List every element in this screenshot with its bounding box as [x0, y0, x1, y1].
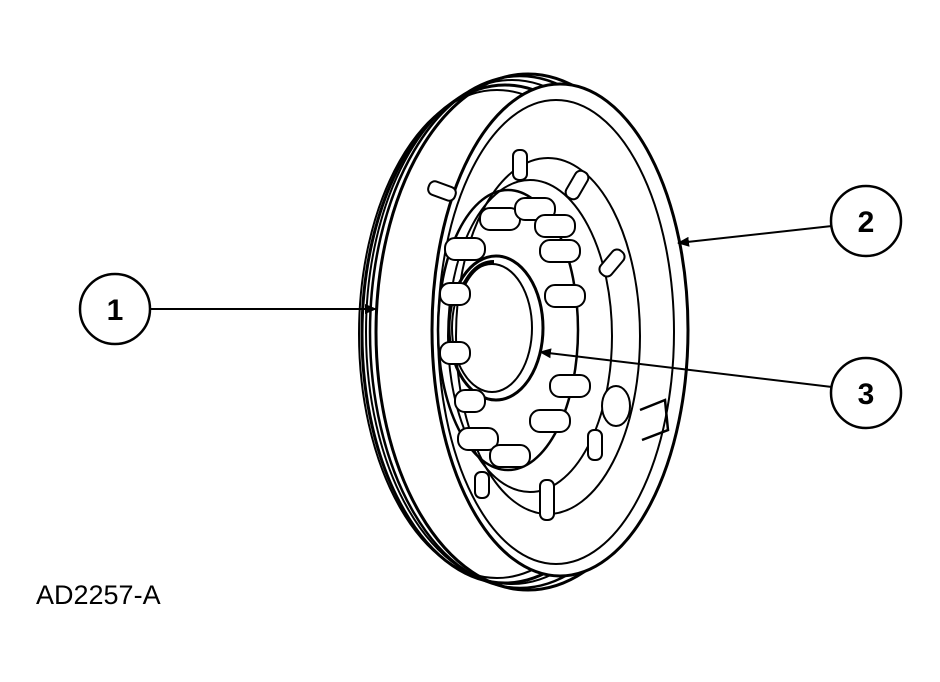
callout-number-2: 2 — [858, 206, 875, 239]
hub-fins — [439, 197, 591, 468]
callout-circle-2 — [829, 184, 903, 258]
callout-number-1: 1 — [107, 294, 124, 327]
callout-circle-1 — [78, 272, 152, 346]
leader-line-2 — [677, 225, 833, 247]
leader-lines — [150, 225, 833, 388]
callout-2: 2 — [829, 184, 903, 258]
callout-1: 1 — [78, 272, 152, 346]
hub-outer — [436, 188, 580, 472]
leader-line-3 — [539, 348, 833, 388]
crankshaft-pulley — [358, 72, 690, 592]
hub-bore-outer — [447, 254, 545, 402]
callout-number-3: 3 — [858, 378, 875, 411]
rim-notch — [639, 398, 670, 442]
callout-3: 3 — [829, 356, 903, 430]
figure-id: AD2257-A — [36, 580, 161, 610]
damper-studs — [427, 149, 631, 521]
pulley-front-rim — [430, 82, 690, 578]
callout-circle-3 — [829, 356, 903, 430]
